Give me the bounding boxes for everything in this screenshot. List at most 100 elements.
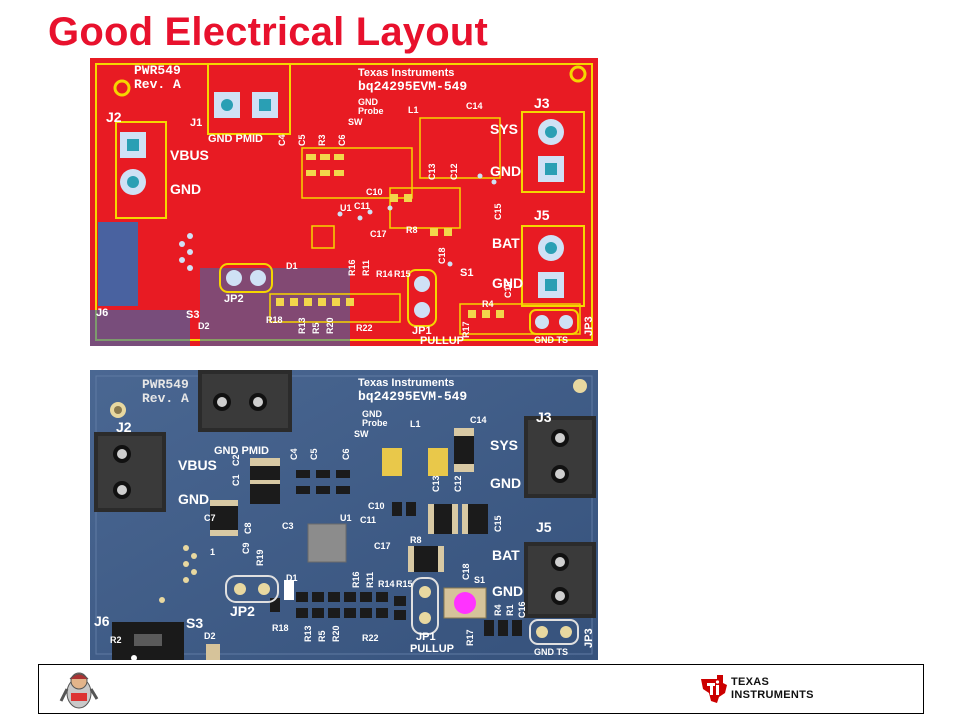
- pcb-top-label-r20: R20: [325, 317, 335, 334]
- pcb-bot-label-gnd-bat: GND: [492, 583, 524, 599]
- pcb-bot-label-r8: R8: [410, 535, 422, 545]
- pcb-bot-label-gnd-left: GND: [178, 491, 210, 507]
- switch-button: [454, 592, 476, 614]
- texas-instruments-logo: TEXAS INSTRUMENTS: [699, 673, 829, 705]
- pcb-top-label-c18: C18: [437, 247, 447, 264]
- pcb-bot-label-gnd-sys: GND: [490, 475, 522, 491]
- pcb-top-label-c5: C5: [297, 134, 307, 146]
- pcb-top-label-c11: C11: [354, 201, 371, 211]
- pcb-bot-label-r5: R5: [317, 630, 327, 642]
- pcb-render-artwork: [90, 370, 598, 660]
- pcb-bot-label-c10: C10: [368, 501, 385, 511]
- pcb-bot-label-c4: C4: [289, 448, 299, 460]
- pcb-bot-label-r16: R16: [351, 571, 361, 588]
- pcb-layout-artwork: [90, 58, 598, 346]
- ti-logo-line2: INSTRUMENTS: [731, 689, 814, 701]
- pcb-bot-label-c17: C17: [374, 541, 391, 551]
- pcb-bot-label-r20: R20: [331, 625, 341, 642]
- pcb-top-label-c6: C6: [337, 134, 347, 146]
- pcb-bot-label-c12: C12: [453, 475, 463, 492]
- pcb-bot-label-r4: R4: [493, 604, 503, 616]
- pcb-top-label-j3: J3: [534, 95, 550, 111]
- pcb-top-label-j2: J2: [106, 109, 122, 125]
- pcb-top-label-d2: D2: [198, 321, 210, 331]
- pcb-bot-label-j2: J2: [116, 419, 132, 435]
- pcb-bot-label-d2: D2: [204, 631, 216, 641]
- pcb-top-label-gnd-left: GND: [170, 181, 202, 197]
- pcb-bot-label-gnd-probe: GND Probe: [362, 409, 388, 428]
- pcb-bot-label-j5: J5: [536, 519, 552, 535]
- pcb-bot-label-vbus: VBUS: [178, 457, 217, 473]
- pcb-bot-label-j3: J3: [536, 409, 552, 425]
- pcb-top-label-r13: R13: [297, 317, 307, 334]
- pcb-top-label-gnd-ts: GND TS: [534, 335, 569, 345]
- pcb-top-label-pwr: PWR549: [134, 63, 181, 78]
- pcb-top-label-r17: R17: [461, 321, 471, 338]
- pcb-bot-label-r15: R15: [396, 579, 413, 589]
- pcb-top-label-c14: C14: [466, 101, 483, 111]
- slide-title: Good Electrical Layout: [48, 10, 489, 54]
- pcb-bot-label-r19: R19: [255, 549, 265, 566]
- pcb-top-label-r18: R18: [266, 315, 283, 325]
- pcb-bot-label-c1: C1: [231, 474, 241, 486]
- pcb-top-label-c10: C10: [366, 187, 383, 197]
- pcb-top-label-c4: C4: [277, 134, 287, 146]
- pcb-top-label-r4: R4: [482, 299, 494, 309]
- pcb-bot-label-r11: R11: [365, 571, 375, 588]
- pcb-top-label-gnd-probe: GND Probe: [358, 97, 384, 116]
- ti-state-logo-icon: [701, 675, 727, 703]
- pcb-top-label-jp3: JP3: [583, 316, 595, 336]
- pcb-bot-label-gnd-pmid: GND PMID: [214, 445, 269, 457]
- pcb-top-label-l1: L1: [408, 105, 419, 115]
- pcb-bot-label-c5: C5: [309, 448, 319, 460]
- pcb-top-label-r14: R14: [376, 269, 393, 279]
- pcb-bot-label-u1: U1: [340, 513, 352, 523]
- pcb-bot-label-c6: C6: [341, 448, 351, 460]
- pcb-bot-label-j6: J6: [94, 613, 110, 629]
- pcb-top-label-pullup: PULLUP: [420, 335, 464, 347]
- pcb-bot-label-jp3: JP3: [583, 628, 595, 648]
- pcb-top-label-r8: R8: [406, 225, 418, 235]
- pcb-top-label-c16: C16: [503, 281, 513, 298]
- pcb-bot-label-r13: R13: [303, 625, 313, 642]
- pcb-top-label-c15: C15: [493, 203, 503, 220]
- pcb-layout-image: PWR549 Rev. A Texas Instruments bq24295E…: [90, 58, 598, 346]
- pcb-bot-label-c8: C8: [243, 522, 253, 534]
- ti-logo-line1: TEXAS: [731, 676, 770, 688]
- pcb-bot-label-r17: R17: [465, 629, 475, 646]
- pcb-top-label-gnd-pmid: GND PMID: [208, 133, 263, 145]
- pcb-bot-label-c16: C16: [517, 601, 527, 618]
- pcb-top-label-vbus: VBUS: [170, 147, 209, 163]
- pcb-bot-label-part: bq24295EVM-549: [358, 389, 468, 404]
- pcb-bot-label-c3: C3: [282, 521, 294, 531]
- pcb-top-label-bat: BAT: [492, 235, 520, 251]
- pcb-top-label-rev: Rev. A: [134, 77, 181, 92]
- pcb-bot-label-r2: R2: [110, 635, 122, 645]
- pcb-bot-label-gnd-ts: GND TS: [534, 647, 569, 657]
- mascot-icon: [59, 672, 99, 709]
- pcb-top-label-c13: C13: [427, 163, 437, 180]
- pcb-bot-label-pullup: PULLUP: [410, 643, 454, 655]
- pcb-bot-label-sys: SYS: [490, 437, 519, 453]
- pcb-bot-label-sw: SW: [354, 429, 369, 439]
- pcb-top-label-d1: D1: [286, 261, 298, 271]
- pcb-top-label-j5: J5: [534, 207, 550, 223]
- pcb-bot-label-r22: R22: [362, 633, 379, 643]
- pcb-render-image: PWR549 Rev. A Texas Instruments bq24295E…: [90, 370, 598, 660]
- pcb-bot-label-jp2: JP2: [230, 603, 255, 619]
- pcb-top-label-ti: Texas Instruments: [358, 67, 455, 79]
- pcb-top-label-r3: R3: [317, 134, 327, 146]
- pcb-bot-label-r18: R18: [272, 623, 289, 633]
- pcb-bot-label-c2: C2: [231, 454, 241, 466]
- pcb-top-label-sys: SYS: [490, 121, 519, 137]
- pcb-bot-label-rev: Rev. A: [142, 391, 189, 406]
- pcb-top-label-u1: U1: [340, 203, 352, 213]
- pcb-bot-label-bat: BAT: [492, 547, 520, 563]
- pcb-bot-label-c13: C13: [431, 475, 441, 492]
- pcb-bot-label-ti: Texas Instruments: [358, 377, 455, 389]
- pcb-bot-label-c14: C14: [470, 415, 487, 425]
- pcb-top-label-jp1: JP1: [412, 325, 432, 337]
- pcb-bot-label-s3: S3: [186, 615, 204, 631]
- pcb-top-label-r16: R16: [347, 259, 357, 276]
- pcb-top-label-s3: S3: [186, 309, 200, 321]
